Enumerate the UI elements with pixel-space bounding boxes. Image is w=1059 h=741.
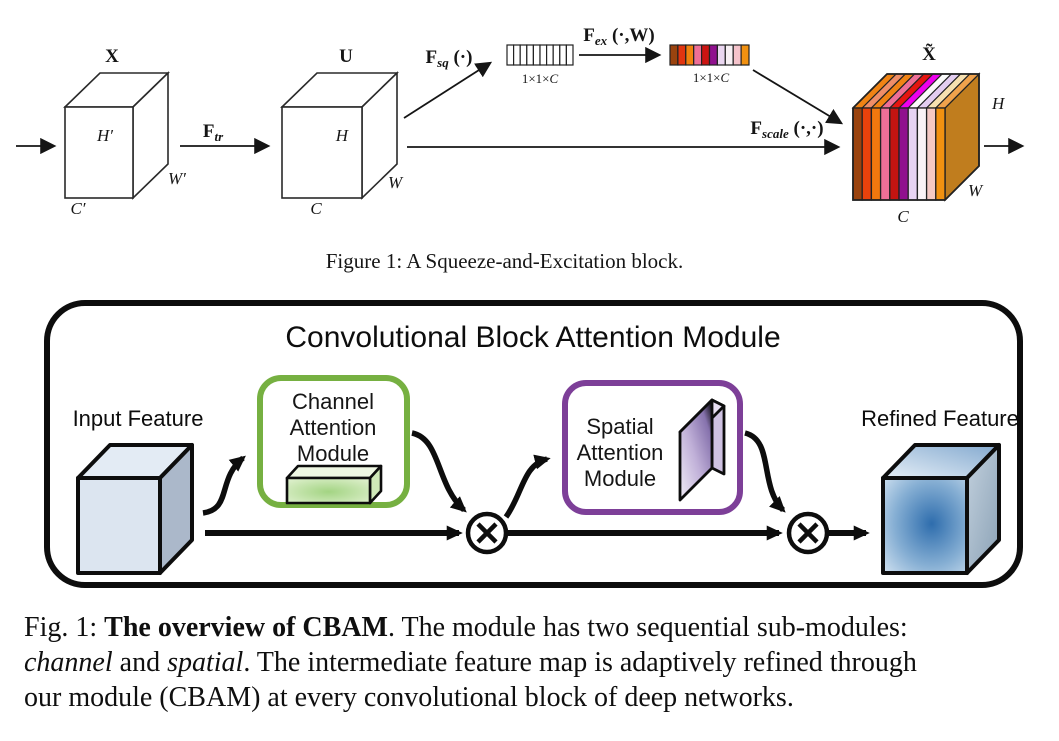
refined-feature-cube	[881, 443, 1001, 575]
cbam-diagram: Convolutional Block Attention Module Inp…	[44, 300, 1023, 588]
se-scale-diag-arrow	[752, 69, 844, 125]
se-fscale-label: Fscale (·,·)	[750, 118, 823, 141]
se-u-w: W	[388, 173, 404, 192]
se-ftr-label: Ftr	[203, 121, 224, 144]
se-x-label: X	[105, 46, 119, 67]
refined-feature-label: Refined Feature	[861, 406, 1019, 431]
se-squeeze-dim: 1×1×C	[522, 71, 559, 86]
se-xtilde-w: W	[968, 181, 984, 200]
se-fsq-label: Fsq (·)	[426, 47, 473, 70]
se-squeeze-arrow	[403, 61, 493, 119]
se-cube-x	[63, 71, 170, 200]
se-u-h: H	[335, 126, 350, 145]
se-x-c: C′	[70, 199, 85, 218]
channel-attention-slab	[285, 464, 383, 505]
se-xtilde-front-face	[852, 107, 946, 201]
arrow-spatial-to-multiply	[744, 430, 786, 513]
input-feature-label: Input Feature	[73, 406, 204, 431]
channel-attention-label-3: Module	[297, 441, 369, 466]
multiply-icon	[786, 511, 830, 555]
se-x-h: H′	[96, 126, 113, 145]
cbam-caption-line-2: channel and spatial. The intermediate fe…	[24, 647, 917, 678]
se-excite-dim: 1×1×C	[693, 70, 730, 85]
cbam-caption-line-1: Fig. 1: The overview of CBAM. The module…	[24, 612, 908, 643]
se-xtilde-label: X̃	[922, 44, 936, 65]
channel-attention-label-1: Channel	[292, 389, 374, 414]
channel-attention-label-2: Attention	[290, 415, 377, 440]
se-xtilde-outline	[852, 73, 980, 201]
se-u-label: U	[339, 46, 353, 67]
squeeze-vector	[506, 44, 574, 66]
se-cube-u	[280, 71, 399, 200]
se-fex-label: Fex (·,W)	[583, 25, 654, 48]
spatial-attention-plate	[678, 398, 726, 502]
excitation-vector	[669, 44, 750, 66]
input-feature-cube	[76, 443, 194, 575]
cbam-frame	[44, 300, 1023, 588]
arrow-input-to-channel	[202, 455, 246, 516]
se-block-diagram: X H′ W′ C′ Ftr U H W C Fsq (·) 1×1×C Fex…	[16, 25, 1025, 226]
arrow-multiply-to-spatial	[503, 454, 551, 519]
se-u-c: C	[310, 199, 322, 218]
se-xtilde-c: C	[897, 207, 909, 226]
arrow-channel-to-multiply	[411, 430, 467, 513]
se-x-w: W′	[168, 169, 186, 188]
multiply-icon	[465, 511, 509, 555]
se-xtilde-h: H	[991, 94, 1006, 113]
cbam-caption-line-3: our module (CBAM) at every convolutional…	[24, 682, 794, 713]
cbam-title: Convolutional Block Attention Module	[285, 321, 780, 354]
spatial-attention-label-1: Spatial	[586, 414, 653, 439]
cbam-figure-caption: Fig. 1: The overview of CBAM. The module…	[24, 610, 1048, 715]
se-figure-caption: Figure 1: A Squeeze-and-Excitation block…	[325, 249, 684, 273]
spatial-attention-label-2: Attention	[577, 440, 664, 465]
spatial-attention-label-3: Module	[584, 466, 656, 491]
